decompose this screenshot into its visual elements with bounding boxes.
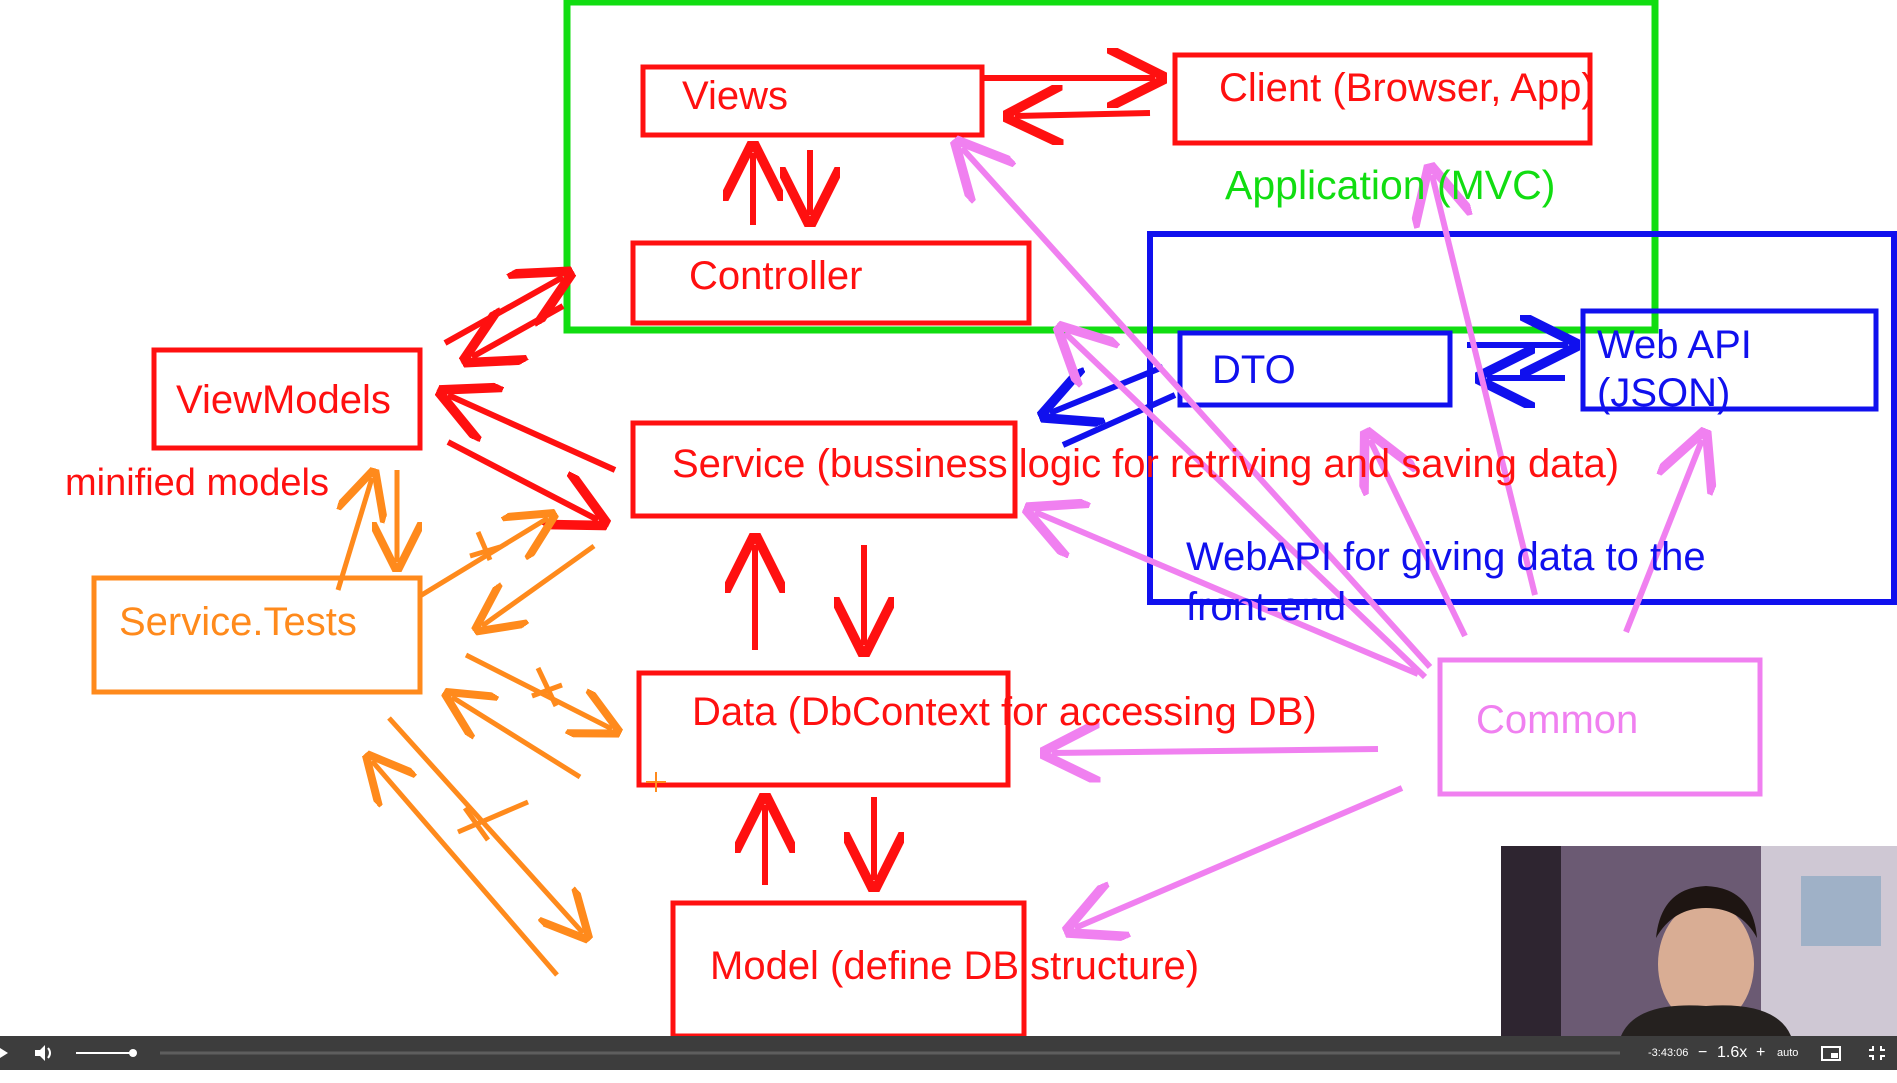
arrow-viewmodels-to-service: [446, 439, 598, 520]
controller-box: [630, 240, 1032, 326]
playback-speed: 1.6x: [1717, 1044, 1748, 1061]
service-box: [630, 420, 1018, 519]
arrow-common-to-views: [962, 148, 1433, 670]
arrow-viewmodels-to-mvc: [443, 277, 563, 346]
arrow-common-to-client: [1432, 175, 1538, 596]
data-label: Data (DbContext for accessing DB): [692, 690, 1317, 734]
minified-models-label: minified models: [65, 462, 329, 504]
views-label: Views: [682, 74, 788, 118]
time-remaining: -3:43:06: [1648, 1047, 1689, 1059]
arrow-service-to-dto: [1061, 392, 1177, 448]
strike-mark-2: [531, 666, 563, 708]
video-player-controls: -3:43:06 − 1.6x + auto: [0, 1036, 1897, 1070]
service-label: Service (bussiness logic for retriving a…: [672, 442, 1620, 486]
arrow-tests-to-minified: [335, 478, 372, 591]
arrow-tests-to-service: [418, 518, 548, 599]
quality-selector[interactable]: auto: [1777, 1047, 1799, 1059]
arrow-model-to-tests: [372, 761, 559, 977]
volume-icon[interactable]: [33, 1036, 55, 1070]
arrow-common-to-controller: [1065, 333, 1428, 680]
arrow-tests-to-model: [387, 716, 583, 933]
arrow-common-to-webapi: [1623, 440, 1702, 634]
common-box: [1437, 657, 1763, 797]
fullscreen-exit-icon[interactable]: [1866, 1036, 1888, 1070]
diagram-drawing: [91, 0, 1897, 1036]
webapi-box: [1580, 308, 1879, 412]
arrow-common-to-data: [1052, 749, 1379, 753]
common-label: Common: [1476, 698, 1639, 742]
arrow-common-to-model: [1075, 785, 1404, 928]
progress-track[interactable]: [160, 1036, 1620, 1070]
strike-mark-3: [457, 799, 529, 842]
play-icon[interactable]: [0, 1036, 10, 1070]
controller-label: Controller: [689, 254, 863, 298]
arrow-dto-to-service: [1050, 364, 1165, 413]
webcam-person-image: [1501, 846, 1897, 1036]
webapi-label: Web API (JSON): [1597, 323, 1752, 415]
webcam-overlay: [1501, 846, 1897, 1036]
speed-increase-button[interactable]: +: [1756, 1044, 1766, 1061]
data-box: [636, 670, 1011, 788]
picture-in-picture-icon[interactable]: [1820, 1036, 1842, 1070]
arrow-client-to-views: [1015, 113, 1151, 116]
arrow-data-to-tests: [452, 697, 582, 780]
dto-box: [1177, 330, 1453, 408]
client-box: [1172, 52, 1593, 146]
cursor-plus: [646, 772, 666, 792]
webapi-note-label: WebAPI for giving data to the front-end: [1186, 535, 1706, 629]
model-label: Model (define DB structure): [710, 944, 1200, 988]
dto-label: DTO: [1212, 348, 1296, 392]
views-box: [640, 64, 985, 138]
service-tests-box: [91, 575, 423, 695]
viewmodels-box: [151, 347, 423, 451]
arrow-common-to-service: [1035, 512, 1420, 677]
volume-slider[interactable]: [76, 1036, 138, 1070]
arrow-common-to-dto: [1370, 440, 1468, 638]
speed-decrease-button[interactable]: −: [1698, 1044, 1708, 1061]
arrow-service-to-tests: [482, 543, 596, 626]
client-label: Client (Browser, App): [1219, 66, 1595, 110]
arrow-service-to-viewmodels: [448, 395, 617, 473]
service-tests-label: Service.Tests: [119, 600, 357, 644]
strike-mark-1: [469, 531, 501, 561]
model-box: [670, 900, 1027, 1036]
arrow-mvc-to-viewmodels: [472, 303, 565, 357]
application-label: Application (MVC): [1225, 162, 1556, 208]
viewmodels-label: ViewModels: [176, 378, 391, 422]
